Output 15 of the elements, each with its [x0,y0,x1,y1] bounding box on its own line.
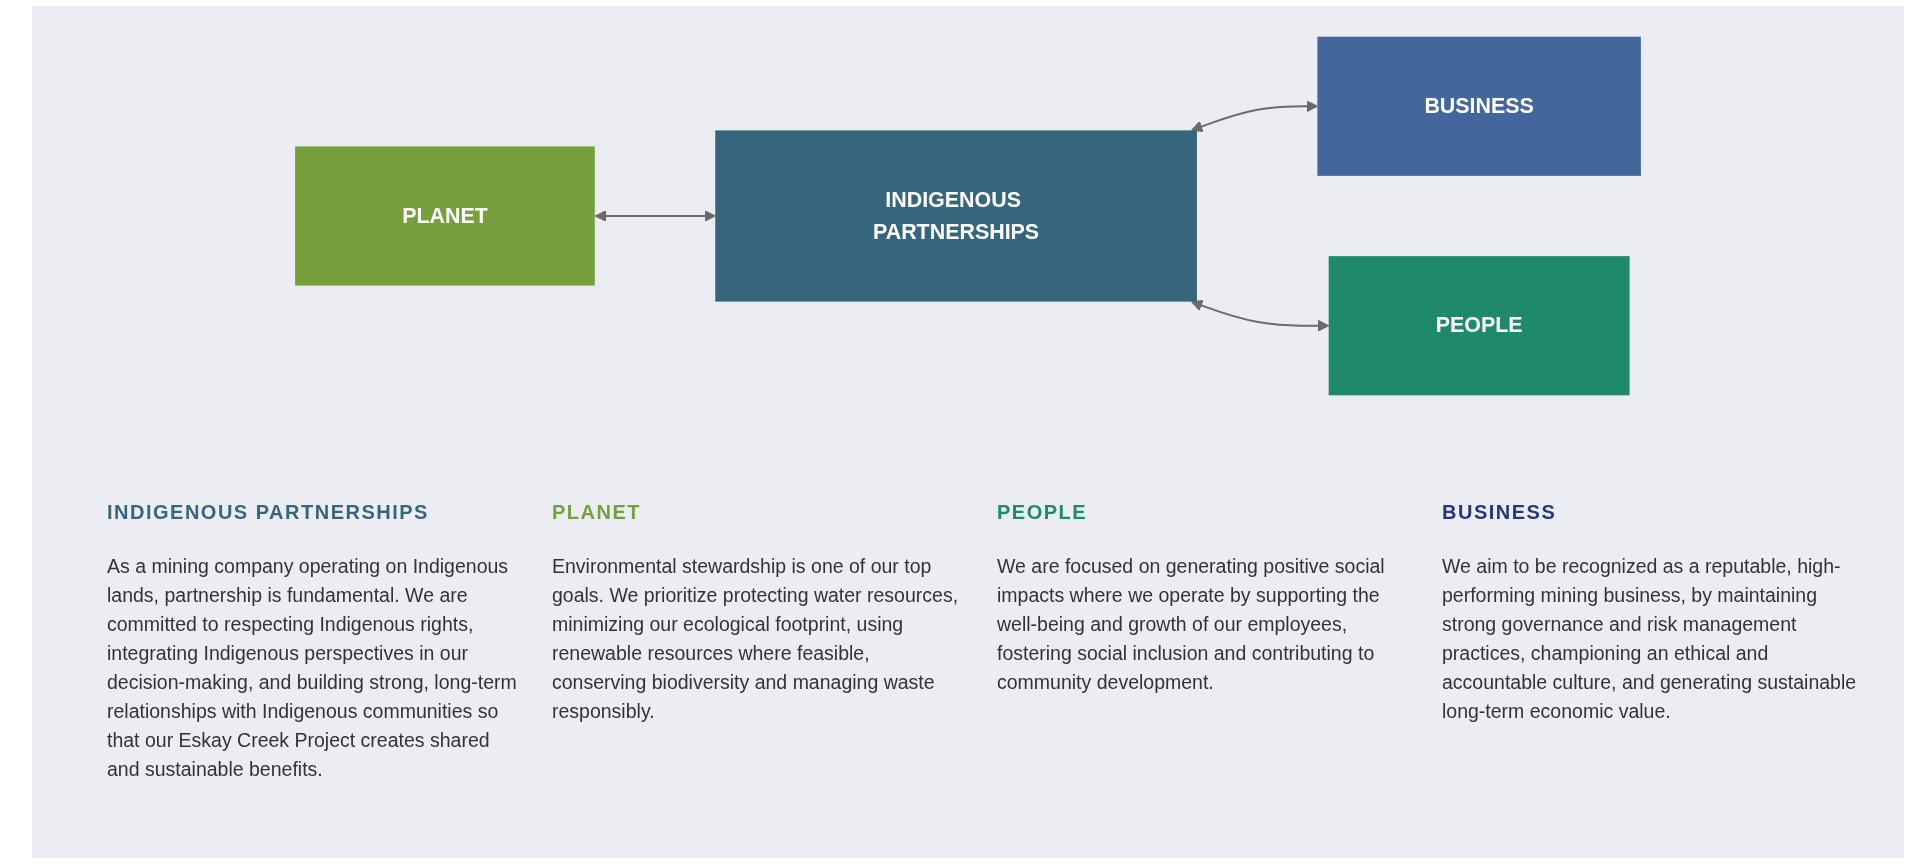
node-box: INDIGENOUS PARTNERSHIPS [715,130,1197,302]
column-heading: PLANET [552,501,641,524]
description-paragraph: Environmental stewardship is one of our top goals. We prioritize protecting water resources, minimizing our ecological footprint, using renewable resources where feasible, conserving biodiversity and managing waste responsibly. [552,554,960,724]
description-paragraph: As a mining company operating on Indigenous lands, partnership is fundamental. We are committed to respecting Indigenous rights, integrating Indigenous perspectives in our decision-making, and building strong, long-term relationships with Indigenous communities so that our Eskay Creek Project creates shared and sustainable benefits. [107,554,518,782]
description-paragraph: We aim to be recognized as a reputable, high-performing mining business, by maintaining strong governance and risk management practices, championing an ethical and accountable culture, and generating sustainable long-term economic value. [1442,554,1857,724]
description-paragraph: We are focused on generating positive social impacts where we operate by supporting the well-being and growth of our employees, fostering social inclusion and contributing to community development. [997,554,1386,695]
column-heading: INDIGENOUS PARTNERSHIPS [107,501,429,524]
column-heading: PEOPLE [997,501,1088,524]
node-box: PEOPLE [1328,256,1630,396]
node-box: BUSINESS [1317,36,1641,176]
arrow [1191,299,1330,332]
node-box: PLANET [295,146,595,286]
column-heading: BUSINESS [1442,501,1557,524]
arrow [1191,100,1318,133]
arrow [594,210,716,222]
